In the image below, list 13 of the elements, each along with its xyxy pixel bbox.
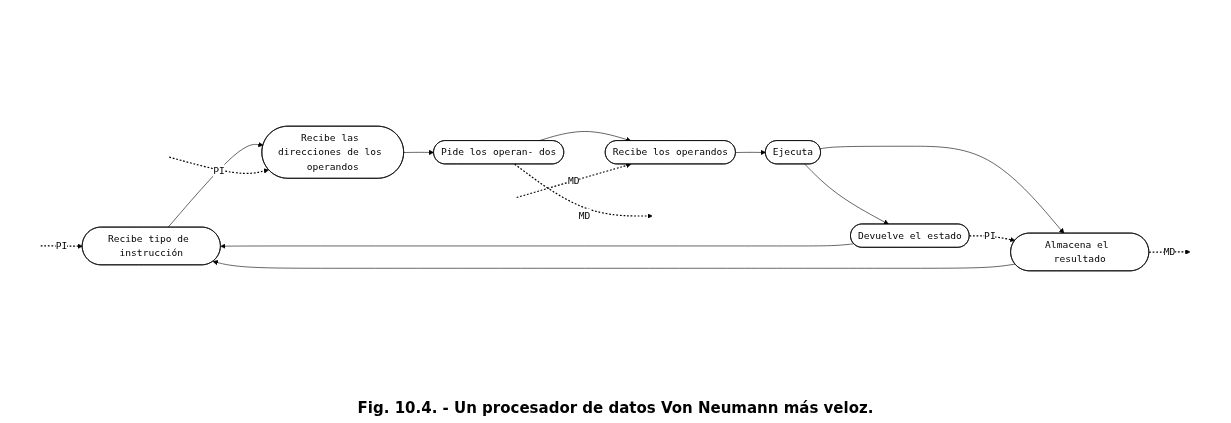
arrow [168, 156, 269, 174]
edge-label: MD [567, 174, 580, 187]
arrow [40, 243, 83, 249]
arrow [968, 235, 1016, 243]
arrow [514, 163, 653, 219]
edge-label: MD [1163, 245, 1176, 258]
arrow [516, 163, 632, 199]
edge-label: PI [984, 229, 996, 242]
edge-label: MD [578, 210, 591, 222]
caption: Fig. 10.4. - Un procesador de datos Von Neumann más veloz. [357, 398, 874, 419]
arrow [1148, 249, 1191, 255]
edge-label: PI [55, 239, 68, 252]
edge-label: PI [213, 164, 225, 177]
